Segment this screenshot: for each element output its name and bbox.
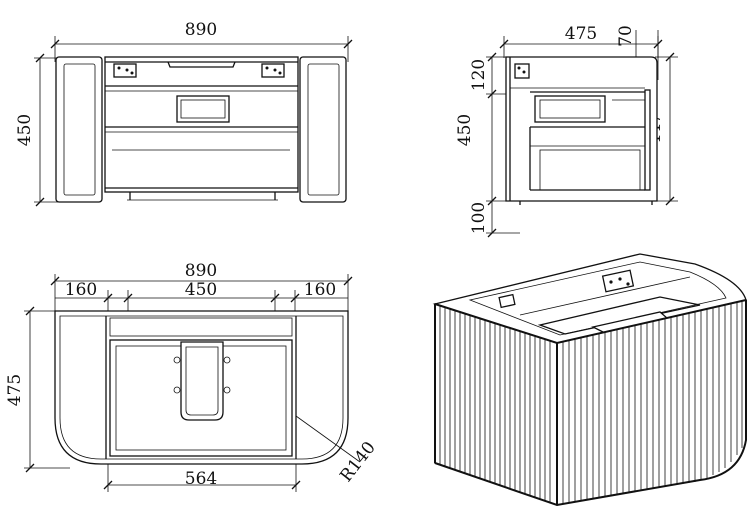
- front-handle: [167, 61, 236, 68]
- front-width-label: 890: [185, 20, 217, 40]
- top-depth-label: 475: [5, 374, 25, 406]
- top-right-label: 160: [304, 280, 336, 300]
- isometric-view: [432, 253, 747, 507]
- side-top-drop-label: 120: [469, 59, 489, 91]
- front-width-dimension: 890: [50, 20, 353, 62]
- side-height-label: 450: [455, 114, 475, 146]
- front-view: 890 450: [15, 20, 353, 207]
- front-right-pillar: [299, 56, 347, 203]
- front-height-label: 450: [15, 114, 35, 146]
- side-top-offset-label: 70: [616, 25, 636, 47]
- front-center-body: [104, 56, 299, 193]
- top-inner-width-label: 564: [185, 469, 217, 489]
- front-left-bracket: [113, 63, 137, 78]
- top-left-label: 160: [65, 280, 97, 300]
- side-leg-height-label: 100: [469, 202, 489, 234]
- front-left-pillar: [55, 56, 103, 203]
- side-depth-label: 475: [565, 24, 597, 44]
- front-right-bracket: [261, 63, 285, 78]
- top-view: 890 160 450 160 475 564: [5, 261, 380, 492]
- side-body: [505, 56, 658, 202]
- side-drawer-front: [644, 89, 651, 191]
- top-width-label: 890: [185, 261, 217, 281]
- top-center-label: 450: [185, 280, 217, 300]
- front-height-dimension: 450: [15, 53, 60, 207]
- side-bracket: [514, 63, 530, 79]
- iso-left-bracket: [498, 293, 516, 309]
- iso-right-bracket: [601, 269, 635, 293]
- top-siphon-cutout: [180, 341, 224, 421]
- side-view: 475 70 120 450 100 447: [455, 24, 678, 238]
